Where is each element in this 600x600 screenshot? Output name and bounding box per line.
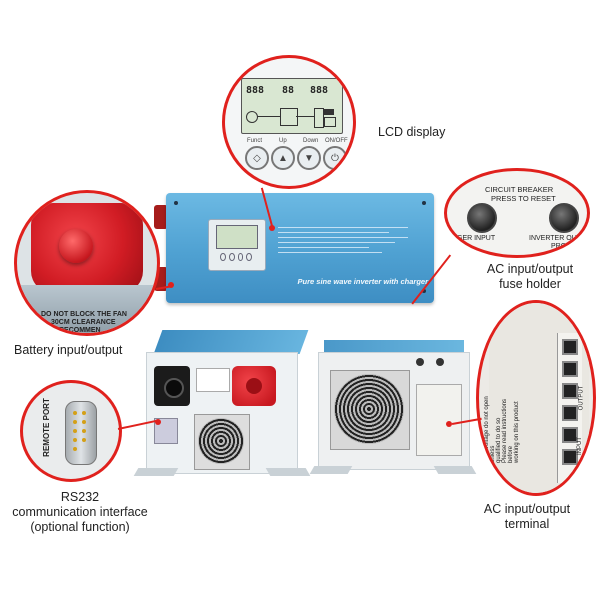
screw [422,201,426,205]
down-button[interactable]: ▼ [297,146,321,170]
fuse-text-1: CIRCUIT BREAKER [485,185,554,194]
terminal-warning-title: WARNING [477,429,484,463]
fan-right-grill [334,374,404,444]
screw [422,289,426,293]
up-button[interactable]: ▲ [271,146,295,170]
rs232-label-1: RS232 [60,490,100,504]
battery-warning-2: 30CM CLEARANCE [51,319,116,326]
lcd-display-label: LCD display [378,125,446,139]
db9-connector [65,401,97,465]
lcd-button-label-up: Up [279,138,287,144]
ac-terminal-label-2: terminal [504,517,550,531]
db9-pins [73,411,87,453]
battery-zoom-circle: DO NOT BLOCK THE FAN 30CM CLEARANCE RECO… [14,190,160,336]
lcd-button-label-funct: Funct [247,138,263,144]
lcd-zoom-circle: 888 88 888 Funct Up Down ON/OFF ◇ ▲ ▼ ⏻ [222,55,356,189]
side-top-bar [153,330,309,354]
battery-base [17,285,157,333]
fuse-right-label-2: PROTE [551,243,576,250]
battery-label: Battery input/output [14,343,123,357]
inverter-banner: Pure sine wave inverter with charger [297,277,428,286]
diamond-icon: ◇ [253,152,261,164]
fuse-zoom-circle: CIRCUIT BREAKER PRESS TO RESET GER INPUT… [444,168,590,258]
rs232-label-3: (optional function) [30,520,130,534]
terminal-text-3: Please read instructions before [502,398,514,463]
rs232-label-2: communication interface [12,505,148,519]
ac-foot-right [433,466,477,474]
terminal-text-1: High voltage do not open unless [484,396,496,463]
fuse-right-label: INVERTER OUT [529,235,581,242]
terminal-text-4: working on this product [514,401,520,463]
power-icon: ⏻ [331,152,339,164]
terminal-col-input: INPUT [577,437,583,455]
rs232-zoom-circle: REMOTE PORT [20,380,122,482]
arrow-up-icon: ▲ [278,152,288,164]
fuse-holder-right[interactable] [549,203,579,233]
battery-warning-1: DO NOT BLOCK THE FAN [41,311,127,318]
inverter-ac-side [309,340,477,478]
inverter-front-view: Pure sine wave inverter with charger [154,193,435,303]
power-button[interactable]: ⏻ [323,146,347,170]
battery-neg-knob [164,378,184,398]
lcd-screen-small [216,225,258,249]
battery-warning-3: RECOMMEN [59,327,101,334]
rs232-port-label: REMOTE PORT [41,398,51,457]
spec-text-block [278,223,408,268]
battery-terminal-knob [59,229,93,263]
rs232-leader-dot [155,419,161,425]
ac-foot-left [309,466,353,474]
lcd-screen: 888 88 888 [241,78,343,134]
ac-fuse-knob-1 [416,358,424,366]
lcd-leader-dot [269,225,275,231]
lcd-button-label-down: Down [303,138,319,144]
label-sticker [196,368,230,392]
ac-terminal-zoom-circle: WARNING High voltage do not open unless … [476,300,596,496]
terminal-block [557,333,582,483]
ac-fuse-knob-2 [436,358,444,366]
lcd-digits-mid: 88 [282,85,295,96]
funct-button[interactable]: ◇ [245,146,269,170]
inverter-battery-side [133,330,311,478]
arrow-down-icon: ▼ [304,152,314,164]
battery-pos-knob [246,378,262,394]
lcd-digits-left: 888 [246,85,265,96]
ac-terminal-box [416,384,462,456]
ac-fuse-label-1: AC input/output [486,262,574,276]
ac-side-top [324,340,464,354]
fuse-left-label: GER INPUT [457,235,496,242]
lcd-flow-diagram [246,105,336,129]
terminal-col-output: OUTPUT [578,385,585,411]
terminal-leader-dot [446,421,452,427]
fuse-text-2: PRESS TO RESET [491,194,556,203]
ac-terminal-label-1: AC input/output [483,502,571,516]
lcd-button-label-onoff: ON/OFF [325,138,348,144]
lcd-digits-right: 888 [310,85,329,96]
fuse-holder-left[interactable] [467,203,497,233]
side-foot-left [133,468,179,476]
battery-leader-dot [168,282,174,288]
screw [174,201,178,205]
side-foot-right [265,468,311,476]
ac-fuse-label-2: fuse holder [499,277,561,291]
fan-left-grill [198,418,244,464]
inverter-end-cap-top [154,205,168,229]
lcd-buttons-small [220,253,252,261]
